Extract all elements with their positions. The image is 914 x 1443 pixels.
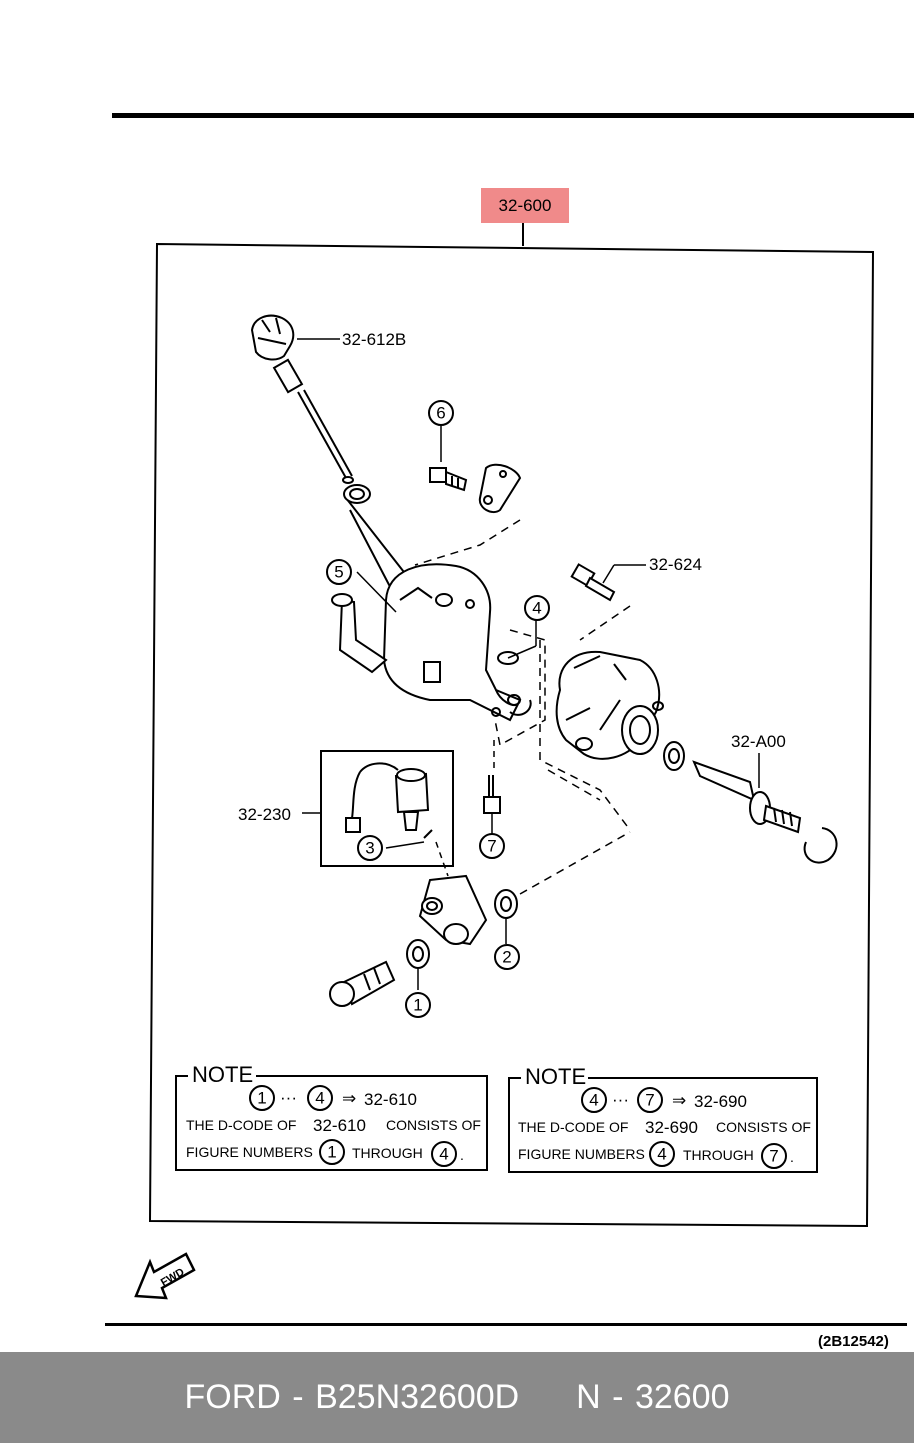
note-2-arrow: ⇒ xyxy=(672,1091,686,1110)
note-1-line2-prefix: FIGURE NUMBERS xyxy=(186,1144,313,1160)
figure-number-6: 6 xyxy=(436,404,445,423)
figure-circle-5 xyxy=(326,559,352,585)
footer-bar: FORD - B25N32600D N - 32600 xyxy=(0,1352,914,1443)
switch-group-drawing xyxy=(302,750,454,867)
figure-circle-6 xyxy=(428,400,454,426)
note-1-line1-prefix: THE D-CODE OF xyxy=(186,1117,296,1133)
note-box-2 xyxy=(508,1077,818,1173)
pipe-fitting-drawing xyxy=(418,831,631,946)
note-1-line2-to: 4 xyxy=(439,1145,448,1164)
top-rule xyxy=(112,113,914,118)
exploded-parts-diagram: 32-612B 32-624 32-A00 32-230 6 5 4 3 7 2… xyxy=(134,222,875,1300)
figure-circle-4 xyxy=(524,595,550,621)
bottom-rule xyxy=(105,1323,907,1326)
figure-number-2: 2 xyxy=(502,948,511,967)
main-part-label: 32-600 xyxy=(481,188,569,223)
pump-body-drawing xyxy=(539,640,664,831)
figure-circle-2 xyxy=(494,944,520,970)
note-1-range-end: 4 xyxy=(315,1089,324,1108)
note-2-range-end: 7 xyxy=(645,1091,654,1110)
note-1-heading: NOTE xyxy=(192,1062,253,1087)
footer-number: 32600 xyxy=(634,1378,730,1416)
note-2-line1-suffix: CONSISTS OF xyxy=(716,1119,811,1135)
note-1-arrow: ⇒ xyxy=(342,1089,356,1108)
note-2-ellipsis: ··· xyxy=(612,1090,629,1109)
bracket-bolt-drawing xyxy=(414,426,522,566)
note-2-line2-from: 4 xyxy=(657,1145,666,1164)
note-2-line1-prefix: THE D-CODE OF xyxy=(518,1119,628,1135)
note-1-range-start: 1 xyxy=(257,1089,266,1108)
note-1-line1-suffix: CONSISTS OF xyxy=(386,1117,481,1133)
shaft-assembly-drawing xyxy=(663,741,838,864)
note-2-range-start: 4 xyxy=(589,1091,598,1110)
note-1-line2-end: . xyxy=(460,1147,464,1163)
figure-number-7: 7 xyxy=(487,837,496,856)
figure-number-5: 5 xyxy=(334,563,343,582)
note-2-line1-code: 32-690 xyxy=(645,1118,698,1137)
footer-brand: FORD xyxy=(184,1378,281,1416)
note-1-ellipsis: ··· xyxy=(280,1088,297,1107)
figure-number-3: 3 xyxy=(365,839,374,858)
note-1-line1-code: 32-610 xyxy=(313,1116,366,1135)
gasket-drawing xyxy=(494,620,546,747)
note-2-line2-to: 7 xyxy=(769,1147,778,1166)
figure-circle-1 xyxy=(405,992,431,1018)
figure-number-4: 4 xyxy=(532,599,541,618)
callout-shaft-assembly: 32-A00 xyxy=(731,732,786,751)
assembly-frame xyxy=(148,242,875,1228)
footer-separator-1: - xyxy=(292,1378,304,1416)
housing-drawing xyxy=(331,563,522,722)
fwd-arrow-icon xyxy=(134,1252,196,1300)
note-2-line2-end: . xyxy=(790,1149,794,1165)
note-2-code: 32-690 xyxy=(694,1092,747,1111)
callout-bolt: 32-624 xyxy=(649,555,702,574)
washers-bolt-drawing xyxy=(329,889,518,1007)
figure-circle-3 xyxy=(357,835,383,861)
callout-rod-assembly: 32-612B xyxy=(342,330,406,349)
note-1-line2-mid: THROUGH xyxy=(352,1145,423,1161)
footer-separator-2: - xyxy=(612,1378,624,1416)
callout-switch-assembly: 32-230 xyxy=(238,805,291,824)
note-1-line2-from: 1 xyxy=(327,1143,336,1162)
note-1-code: 32-610 xyxy=(364,1090,417,1109)
footer-part-number: B25N32600D xyxy=(315,1378,520,1416)
bolt-7-drawing xyxy=(483,740,501,834)
note-2-line2-mid: THROUGH xyxy=(683,1147,754,1163)
figure-number-1: 1 xyxy=(413,996,422,1015)
rod-assembly-drawing xyxy=(250,314,354,484)
bolt-32-624-drawing xyxy=(570,563,646,641)
footer-prefix: N xyxy=(576,1378,601,1416)
figure-circle-7 xyxy=(479,833,505,859)
note-2-line2-prefix: FIGURE NUMBERS xyxy=(518,1146,645,1162)
reference-code: (2B12542) xyxy=(818,1333,889,1350)
note-box-1 xyxy=(175,1075,488,1171)
note-2-heading: NOTE xyxy=(525,1064,586,1089)
